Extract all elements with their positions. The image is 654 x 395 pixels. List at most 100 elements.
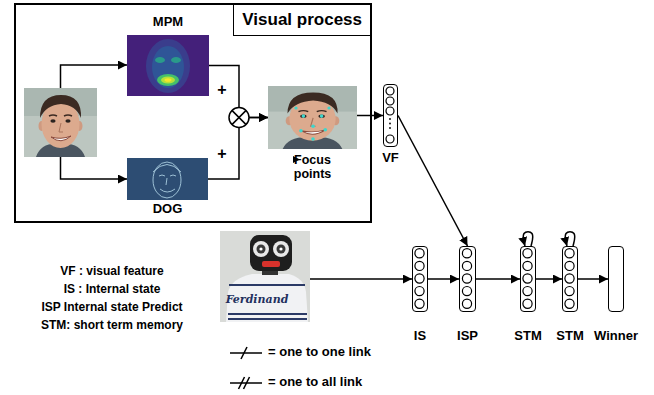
node-label: Focus points <box>286 153 340 182</box>
input-arrow <box>61 65 128 179</box>
focus-face-photo <box>311 137 315 141</box>
robot-photo <box>257 245 266 254</box>
shirt-print-box: Ferdinand <box>226 294 289 307</box>
dog-edge-map <box>166 178 167 185</box>
link-arrow <box>428 278 459 280</box>
focus-face-photo <box>324 128 328 132</box>
node-label-box: ISP <box>457 329 478 344</box>
neuron-unit <box>565 274 574 283</box>
node-label: VF <box>382 151 399 166</box>
sum-sign: + <box>217 81 226 99</box>
mpm-heatmap <box>157 74 179 86</box>
node-label-box: STM <box>556 329 583 344</box>
input-arrow <box>61 157 128 179</box>
node-label: MPM <box>153 15 183 30</box>
focus-face-photo <box>302 114 306 118</box>
node-label: DOG <box>153 202 183 217</box>
focus-face-photo <box>311 124 315 128</box>
sum-sign-box: + <box>217 145 226 163</box>
robot-photo <box>259 247 262 250</box>
robot-photo <box>277 245 286 254</box>
process-group: Visual processMPMDOGFocus points <box>14 3 372 223</box>
heatmap-image: MPM <box>127 35 209 96</box>
neuron-unit <box>386 87 394 95</box>
neuron-unit <box>415 249 424 258</box>
node-label-box: MPM <box>153 15 183 30</box>
neuron-layer: STM <box>562 246 578 312</box>
node-label-box: Winner <box>594 329 638 344</box>
link-arrow <box>398 116 468 247</box>
legend-text: = one to one link <box>268 345 371 360</box>
dog-edge-map <box>153 162 181 198</box>
robot-photo <box>220 231 310 322</box>
robot-photo <box>273 241 289 257</box>
connector-layer <box>208 66 608 280</box>
dog-edge-map <box>159 175 176 176</box>
abbreviation-note-box: IS : Internal state <box>64 283 161 297</box>
neuron-unit <box>462 261 471 270</box>
dog-edge-map <box>127 158 208 200</box>
node-label-box: VF <box>382 151 399 166</box>
neuron-layer: STM <box>520 246 536 312</box>
multiply-operator <box>229 108 249 128</box>
abbreviation-note-box: VF : visual feature <box>60 265 163 279</box>
focus-face-photo <box>268 86 357 149</box>
node-label-box: STM <box>514 329 541 344</box>
node-label-box: Focus points <box>286 153 340 182</box>
multiply-operator <box>229 108 249 128</box>
abbreviation-note: IS : Internal state <box>64 283 161 297</box>
mpm-heatmap <box>171 57 181 63</box>
neuron-unit <box>415 274 424 283</box>
focus-face-photo <box>294 106 297 109</box>
robot-photo <box>279 247 282 250</box>
focus-face-photo <box>327 106 330 109</box>
focus-face-photo <box>268 86 357 149</box>
robot-photo <box>262 261 280 267</box>
mpm-heatmap <box>152 46 184 88</box>
neuron-unit <box>386 97 394 105</box>
recurrent-link <box>523 232 533 246</box>
recurrent-link <box>565 232 575 246</box>
group-heading: Visual process <box>242 10 362 30</box>
neuron-unit <box>386 107 394 115</box>
input-arrow <box>61 65 128 88</box>
neuron-unit <box>415 287 424 296</box>
mpm-heatmap <box>127 35 209 96</box>
multiply-operator <box>232 110 246 124</box>
robot-photo <box>226 274 308 322</box>
neuron-layer: IS <box>412 246 428 312</box>
mpm-heatmap <box>161 77 175 84</box>
input-face-photo <box>24 88 97 157</box>
neuron-layer: ISP <box>459 246 476 312</box>
neuron-unit <box>389 118 391 120</box>
node-label-box: DOG <box>153 202 183 217</box>
link-sample <box>228 344 264 362</box>
abbreviation-note: VF : visual feature <box>60 265 163 279</box>
sum-sign: + <box>217 145 226 163</box>
focus-face-photo <box>320 114 324 118</box>
node-label: IS <box>414 329 426 344</box>
neuron-unit <box>462 249 471 258</box>
neuron-unit <box>386 135 394 143</box>
node-label: STM <box>514 329 541 344</box>
abbreviation-note: STM: short term memory <box>41 319 183 333</box>
sum-sign-box: + <box>217 81 226 99</box>
neuron-unit <box>462 299 471 308</box>
neuron-unit <box>565 249 574 258</box>
link-arrow <box>476 278 520 280</box>
link-sample-slash <box>244 377 250 389</box>
mpm-heatmap <box>146 39 190 93</box>
focus-face-photo <box>299 129 303 133</box>
node-label-box: IS <box>414 329 426 344</box>
neuron-layer: Winner <box>608 246 624 312</box>
dog-edge-map <box>153 162 181 198</box>
robot-photo <box>250 235 292 271</box>
neuron-unit <box>462 287 471 296</box>
mpm-heatmap <box>165 78 172 82</box>
neuron-unit <box>389 123 391 125</box>
